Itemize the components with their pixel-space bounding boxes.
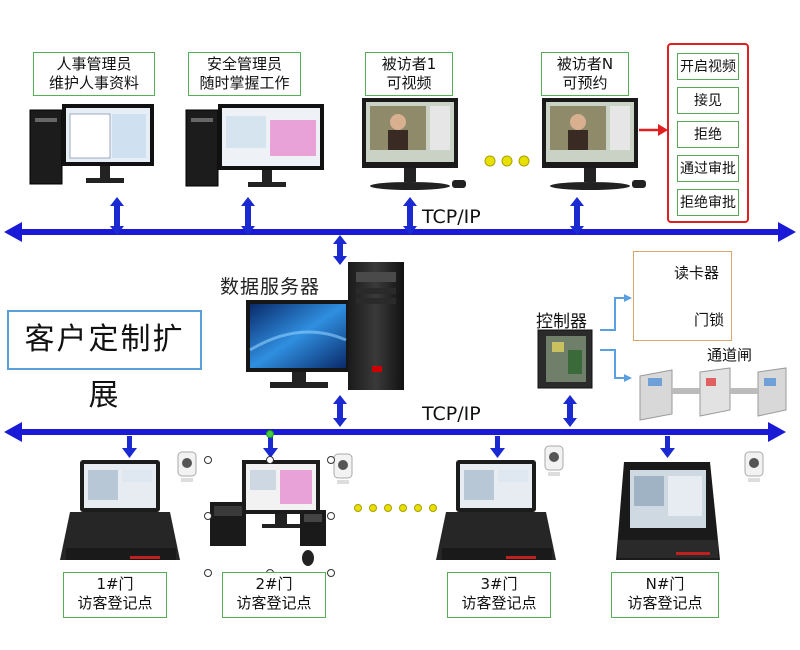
- terminal-kiosk-n: [616, 462, 720, 560]
- visitee-actions-connector: [639, 124, 668, 136]
- bottom-bus-label: TCP/IP: [422, 403, 481, 425]
- top-node-label-visitee-1: 被访者1 可视频: [365, 52, 453, 96]
- bottom-node-line2: 访客登记点: [77, 594, 153, 612]
- top-bus-label: TCP/IP: [422, 206, 481, 228]
- action-reject-button[interactable]: 拒绝: [677, 121, 739, 148]
- bottom-node-line1: N#门: [645, 575, 685, 593]
- turnstile-device: [639, 367, 787, 421]
- top-node-line1: 被访者N: [556, 55, 614, 73]
- bottom-node-label-1: 1#门 访客登记点: [63, 572, 167, 618]
- data-server: [246, 262, 404, 390]
- ellipsis-top: [484, 155, 530, 167]
- top-node-line1: 被访者1: [381, 55, 437, 73]
- card-reader-label: 读卡器: [674, 264, 720, 282]
- terminal-laptop-1: [60, 460, 180, 560]
- bottom-node-line1: 2#门: [255, 575, 293, 593]
- workstation-hr: [29, 104, 154, 185]
- visitee-actions-panel: 开启视频 接见 拒绝 通过审批 拒绝审批: [667, 43, 749, 223]
- top-node-line1: 安全管理员: [206, 55, 282, 73]
- bottom-node-line1: 3#门: [480, 575, 518, 593]
- top-connection-arrows: [110, 197, 584, 427]
- top-node-label-visitee-n: 被访者N 可预约: [541, 52, 629, 96]
- controller-links: [600, 294, 632, 382]
- workstation-visitee-1: [362, 98, 466, 190]
- top-node-label-hr: 人事管理员 维护人事资料: [33, 52, 155, 96]
- top-node-line2: 可视频: [386, 74, 432, 92]
- bottom-node-line2: 访客登记点: [236, 594, 312, 612]
- action-reject-approval-button[interactable]: 拒绝审批: [677, 189, 739, 216]
- top-node-line2: 随时掌握工作: [199, 74, 290, 92]
- access-devices-box: [633, 251, 732, 341]
- terminal-desktop-2: [210, 460, 326, 566]
- bottom-connection-arrows: [122, 436, 675, 458]
- bottom-node-label-n: N#门 访客登记点: [611, 572, 719, 618]
- top-network-bus: [4, 222, 796, 242]
- bottom-node-label-3: 3#门 访客登记点: [447, 572, 551, 618]
- workstation-visitee-n: [542, 98, 646, 190]
- bottom-node-line2: 访客登记点: [627, 594, 703, 612]
- turnstile-label: 通道闸: [707, 346, 753, 364]
- top-node-line1: 人事管理员: [56, 55, 132, 73]
- bottom-network-bus: [4, 422, 786, 442]
- action-approve-button[interactable]: 通过审批: [677, 155, 739, 182]
- webcam-icons: [177, 445, 764, 484]
- page-title: 客户定制扩展: [7, 310, 202, 413]
- controller-device: [537, 329, 593, 389]
- workstation-security: [185, 104, 324, 187]
- bottom-node-line1: 1#门: [96, 575, 134, 593]
- top-node-label-security: 安全管理员 随时掌握工作: [188, 52, 301, 96]
- action-receive-button[interactable]: 接见: [677, 87, 739, 114]
- bottom-node-label-2: 2#门 访客登记点: [222, 572, 326, 618]
- ellipsis-bottom: [354, 504, 437, 512]
- top-node-line2: 维护人事资料: [48, 74, 139, 92]
- action-open-video-button[interactable]: 开启视频: [677, 53, 739, 80]
- top-node-line2: 可预约: [562, 74, 608, 92]
- bottom-node-line2: 访客登记点: [461, 594, 537, 612]
- door-lock-label: 门锁: [694, 311, 725, 329]
- controller-label: 控制器: [536, 312, 587, 332]
- terminal-laptop-3: [436, 460, 556, 560]
- server-label: 数据服务器: [220, 276, 321, 298]
